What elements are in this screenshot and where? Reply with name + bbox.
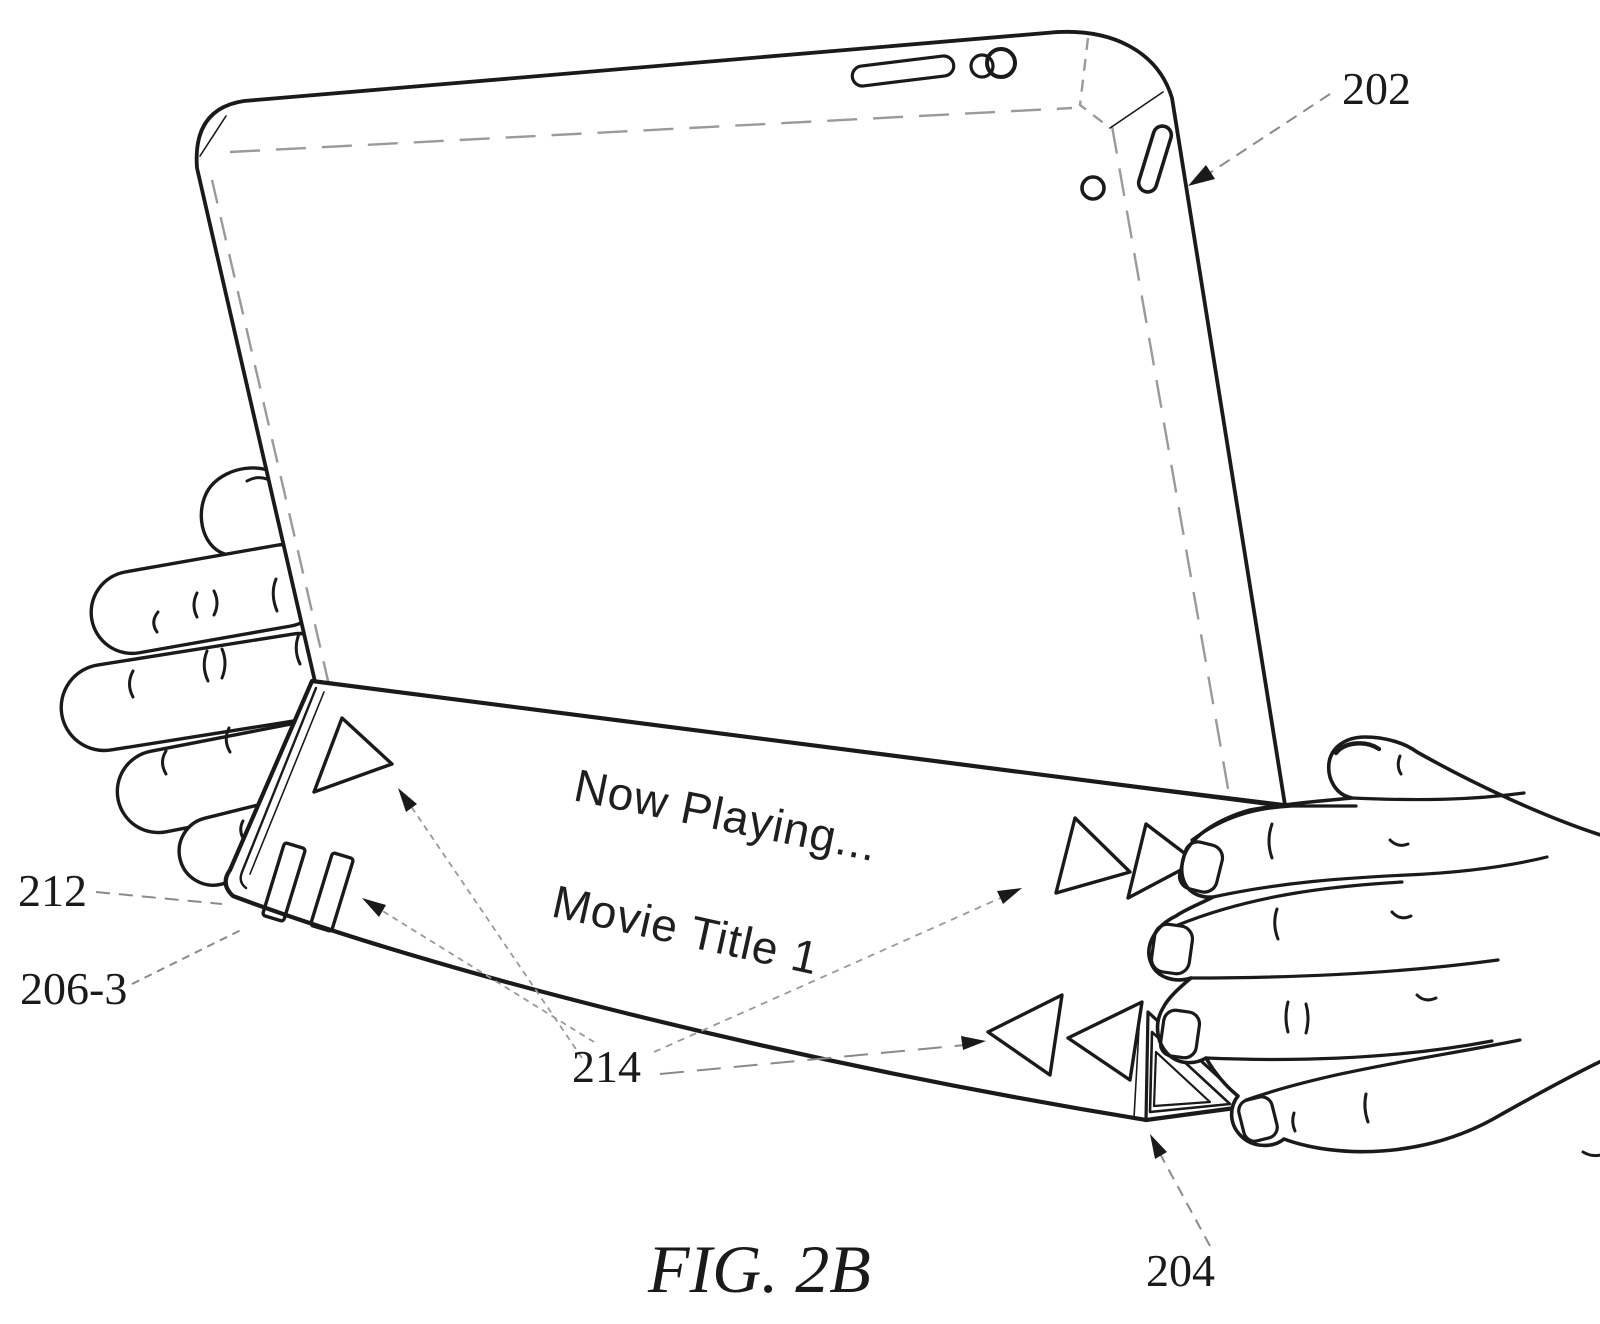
leader-214-rewind: [659, 1043, 977, 1075]
pinky-nail: [1237, 1095, 1279, 1143]
label-212: 212: [18, 865, 87, 916]
corner-bevel-topleft: [199, 115, 227, 157]
arrowhead-214-fast-forward: [997, 888, 1022, 904]
right-hand-finger-lines: [1176, 791, 1549, 1102]
leader-212: [95, 891, 223, 905]
cover-hinge-inner-line2: [249, 691, 325, 875]
rewind-icon: [986, 993, 1144, 1082]
play-icon: [312, 716, 394, 794]
thumb-nail: [1333, 741, 1382, 756]
hidden-edge-right: [1110, 125, 1232, 801]
index-nail: [1177, 840, 1225, 894]
cover-body: [223, 678, 1288, 1123]
mic-hole: [1080, 175, 1106, 201]
camera-lens-large: [985, 47, 1017, 79]
figure-caption: FIG. 2B: [647, 1231, 871, 1307]
label-202: 202: [1342, 63, 1411, 114]
leader-202: [1201, 93, 1331, 179]
arrowhead-214-rewind: [961, 1036, 986, 1050]
hidden-edge-left: [210, 179, 334, 699]
arrowhead-214-play: [398, 788, 417, 812]
smart-cover: Now Playing... Movie Title 1: [223, 678, 1288, 1123]
corner-crease: [1109, 91, 1164, 129]
label-204: 204: [1146, 1245, 1215, 1296]
label-214: 214: [572, 1041, 641, 1092]
tablet-body: [194, 30, 1287, 807]
right-hand-nails: [1149, 741, 1382, 1143]
leader-214-pause: [367, 901, 595, 1043]
cover-hinge-inner-line: [239, 686, 318, 890]
leader-204: [1157, 1149, 1211, 1247]
side-button-slot: [1136, 124, 1174, 194]
right-hand: [1147, 735, 1600, 1158]
arrowhead-214-pause: [362, 898, 386, 917]
pause-icon: [261, 841, 355, 933]
fast-forward-icon: [1054, 816, 1198, 900]
annotations: 202 212 206-3 214 204 FIG. 2B: [18, 63, 1411, 1307]
right-hand-creases: [1267, 754, 1600, 1158]
camera-lens-small: [969, 53, 995, 79]
ring-nail: [1158, 1008, 1202, 1060]
corner-bevel-dashed: [1078, 37, 1111, 129]
hidden-edge-top: [229, 106, 1073, 154]
label-206-3: 206-3: [20, 963, 127, 1014]
arrowhead-202: [1188, 165, 1215, 186]
leader-214-play: [403, 795, 583, 1059]
tablet-device: [194, 30, 1287, 807]
middle-nail: [1149, 922, 1195, 976]
leader-214-fast-forward: [653, 891, 1015, 1053]
arrowhead-204: [1150, 1134, 1167, 1159]
speaker-slot: [850, 54, 956, 88]
leader-206-3: [131, 928, 244, 985]
